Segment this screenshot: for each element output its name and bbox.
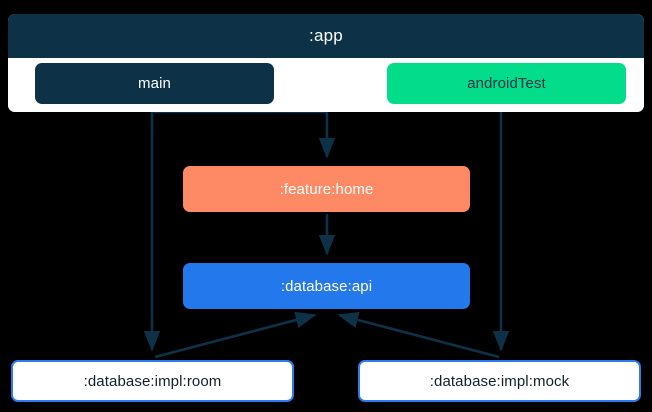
node-database-impl-mock[interactable]: :database:impl:mock: [358, 360, 641, 402]
subgraph-app-body: main androidTest: [8, 58, 644, 112]
edge-main-to-feature-home: [152, 110, 336, 159]
node-androidtest[interactable]: androidTest: [387, 63, 626, 104]
node-database-impl-room-label: :database:impl:room: [83, 372, 222, 390]
node-database-api[interactable]: :database:api: [183, 263, 470, 309]
node-feature-home-label: :feature:home: [279, 180, 374, 198]
node-main-label: main: [138, 75, 171, 92]
node-database-impl-room[interactable]: :database:impl:room: [11, 360, 294, 402]
node-feature-home[interactable]: :feature:home: [183, 166, 470, 212]
subgraph-app[interactable]: :app main androidTest: [8, 14, 644, 112]
node-database-api-label: :database:api: [280, 277, 373, 295]
node-main[interactable]: main: [35, 63, 274, 104]
node-database-impl-mock-label: :database:impl:mock: [429, 372, 570, 390]
edge-database-impl-mock-to-database-api: [337, 311, 500, 359]
edge-database-impl-room-to-database-api: [154, 311, 317, 359]
subgraph-app-title: :app: [8, 14, 644, 58]
node-androidtest-label: androidTest: [467, 75, 546, 92]
